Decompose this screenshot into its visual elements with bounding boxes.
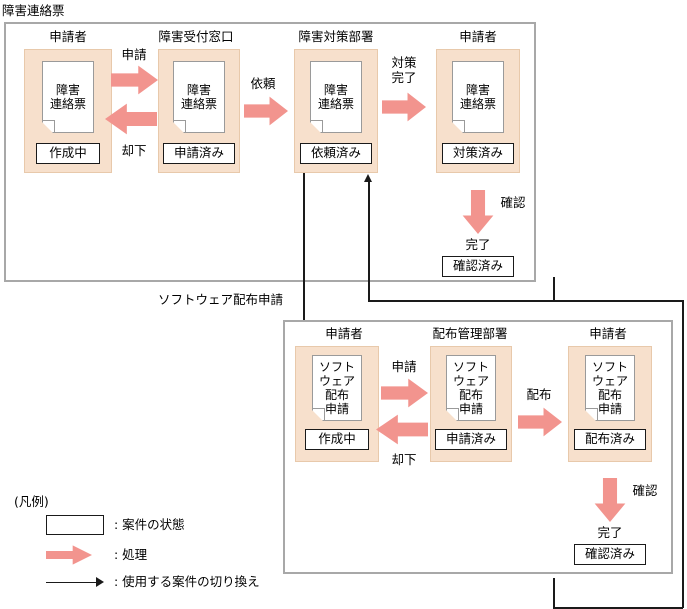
actor-label-1-3: 障害対策部署 [298,29,374,44]
document-line: 連絡票 [317,97,354,111]
section-2-title: ソフトウェア配布申請 [158,292,284,307]
document-icon-1-4: 障害 連絡票 [452,61,504,133]
transition-label-distribute: 配布 [526,387,552,402]
done-label-1: 完了 [465,237,491,252]
document-line: 障害 [323,82,348,97]
legend-item-state: : 案件の状態 [46,515,185,535]
state-box-done-1: 確認済み [442,256,514,277]
transition-label-line1: 対策 [391,55,417,70]
legend-item-switch: : 使用する案件の切り換え [46,574,260,589]
connector-return-horizontal-mid [368,300,683,302]
state-box-icon [46,515,104,535]
document-line: ウェア [318,373,355,388]
document-icon-1-3: 障害 連絡票 [310,61,362,133]
page-fold-icon [313,408,325,420]
connector-down-vertical [303,173,305,342]
state-box-2-2: 申請済み [435,429,507,450]
document-line: 障害 [55,82,80,97]
state-box-1-2: 申請済み [163,143,235,164]
actor-label-2-3: 申請者 [589,326,627,341]
section-1-title: 障害連絡票 [2,3,65,18]
document-line: ソフト [591,359,628,374]
actor-card-1-4: 障害 連絡票 対策済み [436,49,520,173]
connector-return-vertical-right [553,578,555,609]
legend-item-process: : 処理 [46,545,147,565]
legend-item-label: : 案件の状態 [114,516,185,532]
legend-line [46,581,97,583]
document-line: 障害 [186,82,211,97]
document-line: ウェア [452,373,489,388]
done-label-2: 完了 [597,525,623,540]
connector-return-vertical-up [368,182,370,301]
connector-return-vertical-far-right [682,300,684,608]
transition-label-confirm-1: 確認 [500,195,526,210]
actor-label-2-2: 配布管理部署 [432,326,508,341]
document-line: 配布 [458,388,483,402]
document-line: 配布 [597,388,622,402]
document-line: 申請 [324,402,349,417]
document-icon-2-3: ソフト ウェア 配布 申請 [585,355,635,421]
state-box-1-3: 依頼済み [300,143,372,164]
document-line: 連絡票 [180,97,217,111]
state-box-2-3: 配布済み [574,429,646,450]
document-line: 申請 [597,402,622,417]
transition-label-apply-1: 申請 [121,47,147,62]
document-icon-2-1: ソフト ウェア 配布 申請 [312,355,362,421]
state-box-1-1: 作成中 [36,143,100,164]
connector-arrowhead-up [364,174,372,182]
document-icon-1-2: 障害 連絡票 [173,61,225,133]
legend-chevron-icon [96,577,104,588]
document-line: 申請 [458,402,483,417]
state-box-done-2: 確認済み [574,544,646,565]
connector-return-horizontal-bottom [553,607,683,609]
page-fold-icon [43,120,55,132]
transition-label-reject-1: 却下 [121,143,147,158]
actor-card-2-3: ソフト ウェア 配布 申請 配布済み [568,346,652,462]
document-line: 連絡票 [459,97,496,111]
actor-card-1-2: 障害 連絡票 申請済み [158,49,240,173]
document-line: 配布 [324,388,349,402]
page-fold-icon [174,120,186,132]
legend-item-label: : 処理 [114,546,148,562]
transition-label-reject-2: 却下 [391,452,417,467]
connector-top-done-vertical [553,277,555,301]
actor-label-1-4: 申請者 [459,29,497,44]
transition-label-confirm-2: 確認 [632,483,658,498]
page-fold-icon [453,120,465,132]
document-line: 連絡票 [49,97,86,111]
state-box-1-4: 対策済み [442,143,514,164]
actor-card-2-1: ソフト ウェア 配布 申請 作成中 [295,346,379,462]
transition-label-request: 依頼 [250,76,276,91]
transition-label-line2: 完了 [391,69,417,85]
document-line: ウェア [591,373,628,388]
actor-label-1-2: 障害受付窓口 [158,29,234,44]
state-box-2-1: 作成中 [305,429,369,450]
legend-title: (凡例) [14,494,49,509]
actor-card-1-1: 障害 連絡票 作成中 [24,49,112,173]
document-line: ソフト [318,359,355,374]
document-line: 障害 [465,82,490,97]
document-line: ソフト [452,359,489,374]
legend-item-label: : 使用する案件の切り換え [114,574,260,589]
page-fold-icon [447,408,459,420]
actor-card-1-3: 障害 連絡票 依頼済み [294,49,378,173]
page-fold-icon [311,120,323,132]
connector-arrow-icon [46,577,104,588]
transition-label-apply-2: 申請 [391,359,417,374]
document-icon-2-2: ソフト ウェア 配布 申請 [446,355,496,421]
actor-label-1-1: 申請者 [49,29,87,44]
actor-label-2-1: 申請者 [325,326,363,341]
document-icon-1-1: 障害 連絡票 [42,61,94,133]
transition-label-measure-complete: 対策 完了 [382,55,426,86]
page-fold-icon [586,408,598,420]
process-arrow-icon [46,545,92,565]
actor-card-2-2: ソフト ウェア 配布 申請 申請済み [430,346,512,462]
